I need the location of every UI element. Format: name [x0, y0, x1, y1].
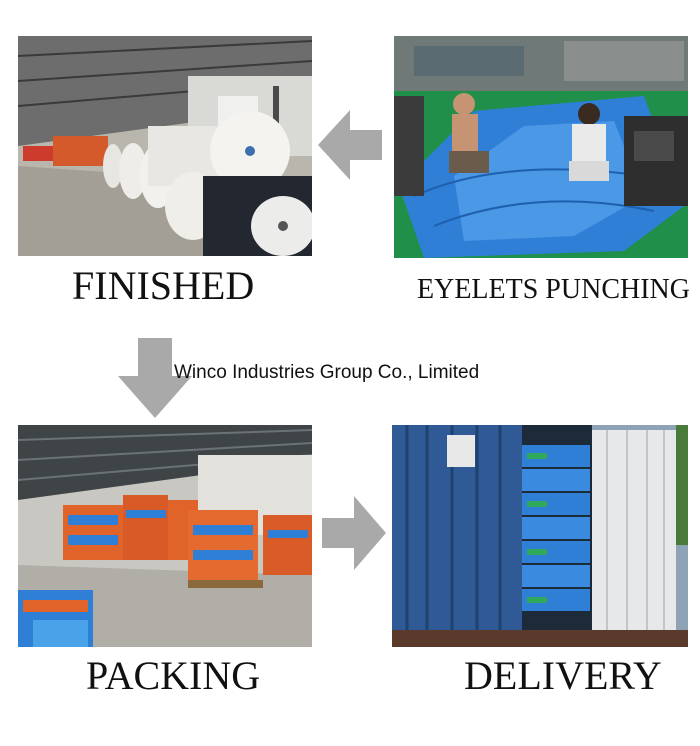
delivery-photo — [392, 425, 688, 647]
eyelets-punching-caption: EYELETS PUNCHING — [417, 274, 690, 305]
arrow-down-icon — [118, 338, 192, 418]
company-watermark: Winco Industries Group Co., Limited — [174, 362, 480, 383]
delivery-caption: DELIVERY — [464, 653, 662, 698]
arrow-right-icon — [322, 496, 386, 570]
eyelets-punching-photo — [394, 36, 688, 258]
finished-photo — [18, 36, 312, 256]
finished-caption: FINISHED — [72, 263, 255, 308]
arrow-left-icon — [318, 110, 382, 180]
packing-photo — [18, 425, 312, 647]
packing-caption: PACKING — [86, 653, 261, 698]
